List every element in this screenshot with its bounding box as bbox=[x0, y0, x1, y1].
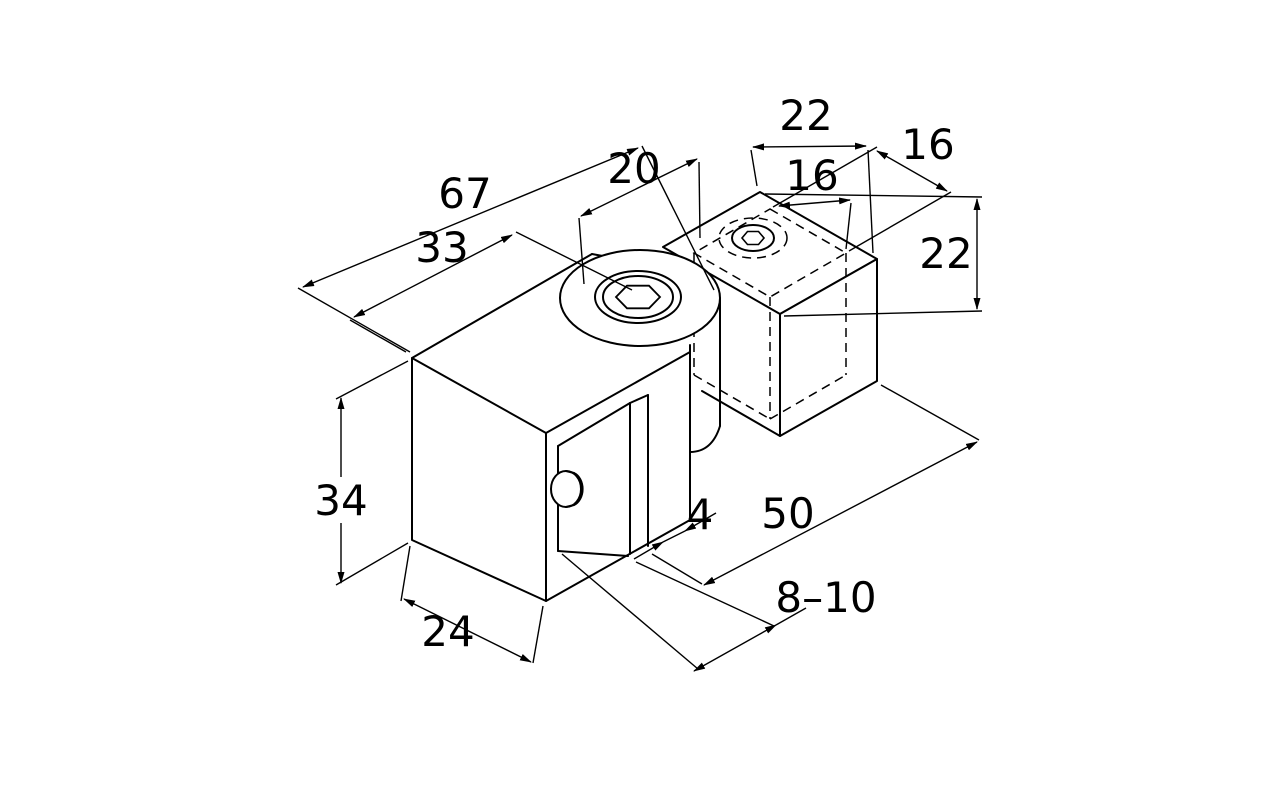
dim-label-glass-thickness: 8–10 bbox=[775, 573, 876, 622]
hinge-bottom-arc bbox=[689, 425, 721, 453]
setscrew-clearance-circle bbox=[718, 217, 788, 259]
dim-34-label-bg bbox=[315, 477, 367, 523]
dim-label-adapter-height: 22 bbox=[919, 229, 972, 278]
dim-label-tube-inner-side: 16 bbox=[901, 120, 954, 169]
dimension-34: 34 bbox=[314, 360, 409, 586]
dimension-33: 33 bbox=[349, 223, 633, 353]
dim-24-line bbox=[403, 598, 532, 663]
dimension-22-top: 22 bbox=[750, 91, 874, 254]
dim-16-side-ext-1 bbox=[772, 146, 878, 208]
clamp-body bbox=[411, 253, 691, 602]
dim-8-10-line bbox=[693, 624, 777, 672]
dimension-24: 24 bbox=[400, 545, 544, 664]
dim-34-ext-1 bbox=[335, 360, 409, 400]
dim-16-top-line bbox=[778, 197, 851, 209]
dim-label-overall-length: 67 bbox=[438, 169, 491, 218]
dim-label-body-length: 33 bbox=[415, 223, 468, 272]
dim-24-ext-2 bbox=[532, 605, 544, 664]
glass-slot bbox=[550, 394, 649, 557]
dimension-8-10: 8–10 bbox=[561, 553, 877, 672]
dim-label-slot-wall: 4 bbox=[687, 490, 714, 539]
dim-50-line bbox=[703, 441, 978, 586]
dim-22-side-ext-2 bbox=[783, 310, 983, 317]
inner-jaw-top-edge bbox=[629, 394, 649, 404]
tube-hole-top-square bbox=[692, 208, 848, 298]
dim-label-pivot-offset: 20 bbox=[607, 144, 660, 193]
setscrew-hex-socket-icon bbox=[740, 230, 766, 246]
adapter-set-screw bbox=[731, 224, 775, 252]
dim-16-side-ext-2 bbox=[848, 191, 952, 252]
slot-sill-edge bbox=[557, 550, 629, 557]
dimension-16-top: 16 bbox=[778, 151, 852, 250]
dim-22-top-ext-2 bbox=[867, 149, 874, 254]
dim-20-ext-2 bbox=[698, 161, 701, 239]
dim-8-10-ext-2 bbox=[635, 561, 775, 627]
dim-67-ext-1 bbox=[297, 287, 411, 353]
adapter-bottom-left-edge bbox=[701, 390, 781, 437]
clamp-pin bbox=[550, 470, 582, 508]
dim-label-body-height: 34 bbox=[314, 476, 367, 525]
pivot-screw-head-inner bbox=[602, 275, 674, 319]
clamp-front-face bbox=[545, 351, 691, 602]
dim-label-tube-outer-top: 22 bbox=[779, 91, 832, 140]
clamp-side-face bbox=[411, 357, 547, 602]
dim-34-ext-2 bbox=[335, 542, 409, 586]
dim-4-bridge bbox=[662, 530, 686, 543]
dim-22-side-ext-1 bbox=[764, 193, 983, 198]
dim-20-line bbox=[580, 158, 698, 217]
dim-24-ext-1 bbox=[400, 545, 411, 602]
setscrew-head bbox=[731, 224, 775, 252]
tube-adapter-block bbox=[662, 191, 878, 437]
dimension-20: 20 bbox=[578, 144, 701, 285]
dim-8-10-ext-1 bbox=[561, 553, 699, 670]
dimension-50: 50 bbox=[651, 384, 980, 586]
dim-22-top-line bbox=[752, 142, 867, 151]
slot-top-edge bbox=[557, 402, 631, 447]
dim-33-line bbox=[353, 234, 513, 318]
dim-16-top-ext bbox=[845, 202, 852, 250]
tube-hole-bottom-edge-1 bbox=[693, 374, 771, 420]
dimension-22-side: 22 bbox=[764, 193, 983, 317]
dim-label-body-depth: 24 bbox=[421, 607, 474, 656]
dim-33-ext-1 bbox=[349, 319, 407, 353]
dimension-16-side: 16 bbox=[772, 120, 955, 252]
pivot-hex-socket-icon bbox=[614, 284, 662, 310]
dim-50-ext-1 bbox=[651, 553, 703, 585]
dim-16-side-line bbox=[876, 150, 948, 192]
dim-label-tube-inner-top: 16 bbox=[785, 151, 838, 200]
pin-connector-bottom bbox=[565, 504, 575, 508]
dim-4-arrow-1 bbox=[633, 541, 664, 560]
dim-33-ext-2 bbox=[515, 231, 633, 291]
dim-label-adapter-span: 50 bbox=[761, 489, 814, 538]
dim-50-ext-2 bbox=[880, 384, 980, 441]
dim-22-top-ext-1 bbox=[750, 149, 758, 187]
pin-connector-top bbox=[565, 470, 575, 474]
pin-end-arc bbox=[573, 472, 584, 506]
dim-20-ext-1 bbox=[578, 217, 585, 285]
dim-8-10-line-extension bbox=[775, 607, 807, 626]
